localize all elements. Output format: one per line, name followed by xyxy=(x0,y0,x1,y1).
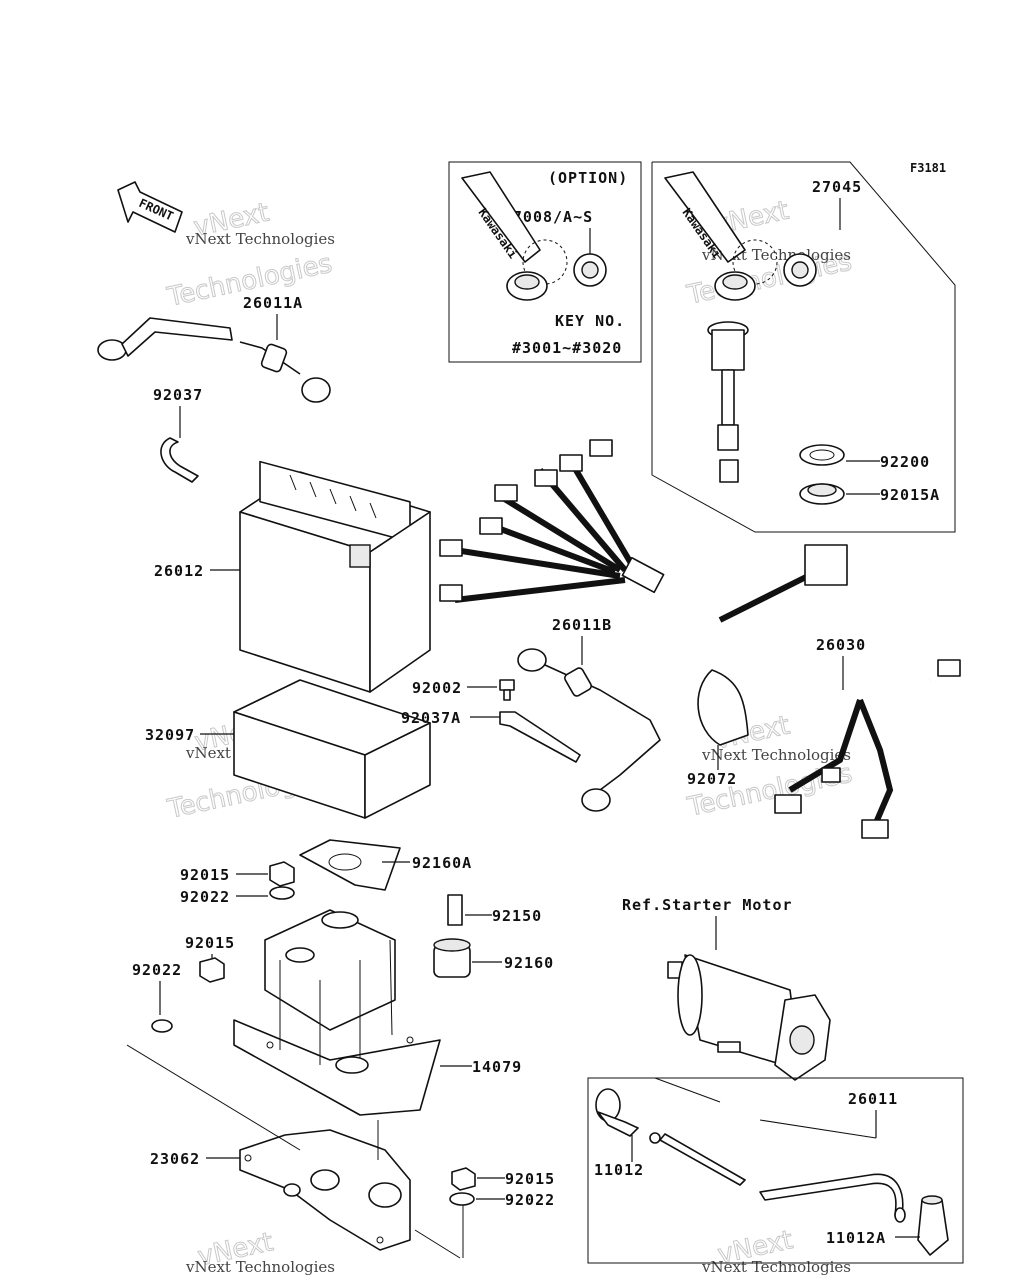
battery-tray-32097 xyxy=(233,679,431,819)
washer-92022-mid xyxy=(151,1019,173,1033)
ref-starter-motor: Ref.Starter Motor xyxy=(622,896,793,914)
watermark-small: vNext Technologies xyxy=(185,1258,335,1276)
option-box xyxy=(448,161,642,363)
band-92072 xyxy=(697,669,749,746)
part-label-92015-lower: 92015 xyxy=(505,1170,555,1188)
part-label-26011A: 26011A xyxy=(243,294,303,312)
part-label-92015A: 92015A xyxy=(880,486,940,504)
cap-11012 xyxy=(595,1088,639,1137)
part-label-32097: 32097 xyxy=(145,726,195,744)
part-label-11012A: 11012A xyxy=(826,1229,886,1247)
starter-cable-26011 xyxy=(649,1132,906,1223)
strap-92037A xyxy=(499,711,581,763)
washer-92022-upper xyxy=(269,886,295,900)
washer-92200 xyxy=(799,444,845,466)
part-label-14079: 14079 xyxy=(472,1058,522,1076)
part-label-26011B: 26011B xyxy=(552,616,612,634)
key-fob-icon: Kawasaki xyxy=(461,171,607,301)
part-label-92160: 92160 xyxy=(504,954,554,972)
starter-motor-icon xyxy=(667,954,831,1081)
bolt-92150 xyxy=(447,894,463,926)
figure-code: F3181 xyxy=(910,161,946,175)
key-range-label: #3001~#3020 xyxy=(512,339,622,357)
bracket-14079 xyxy=(233,909,441,1116)
nut-92015-upper xyxy=(269,861,295,887)
watermark-small: vNext Technologies xyxy=(701,1258,851,1276)
bolt-92002 xyxy=(499,679,515,691)
band-92037 xyxy=(160,437,199,483)
part-label-92015-upper: 92015 xyxy=(180,866,230,884)
part-label-92037: 92037 xyxy=(153,386,203,404)
nut-92015-lower xyxy=(451,1167,476,1191)
cap-11012A xyxy=(917,1195,949,1256)
part-label-92022-mid: 92022 xyxy=(132,961,182,979)
part-label-92015-mid: 92015 xyxy=(185,934,235,952)
ignition-switch-icon xyxy=(707,321,749,483)
part-label-92022-upper: 92022 xyxy=(180,888,230,906)
part-label-92160A: 92160A xyxy=(412,854,472,872)
base-plate-23062 xyxy=(239,1129,411,1251)
battery-cable-26011A xyxy=(97,317,331,403)
pad-92160A xyxy=(299,839,401,891)
option-title: (OPTION) xyxy=(548,169,628,187)
battery-cable-26011B xyxy=(517,648,661,812)
part-label-92200: 92200 xyxy=(880,453,930,471)
wiring-harness-26030 xyxy=(439,439,961,839)
key-no-label: KEY NO. xyxy=(555,312,625,330)
nut-92015-mid xyxy=(199,957,225,983)
part-label-92037A: 92037A xyxy=(401,709,461,727)
part-label-27008: 27008/A~S xyxy=(503,208,593,226)
part-label-92072: 92072 xyxy=(687,770,737,788)
front-arrow-icon: FRONT xyxy=(117,181,183,233)
watermark-small: vNext Technologies xyxy=(185,230,335,248)
part-label-26011: 26011 xyxy=(848,1090,898,1108)
part-label-92022-lower: 92022 xyxy=(505,1191,555,1209)
washer-92022-lower xyxy=(449,1192,475,1206)
part-label-92002: 92002 xyxy=(412,679,462,697)
part-label-26012: 26012 xyxy=(154,562,204,580)
part-label-27045: 27045 xyxy=(812,178,862,196)
part-label-23062: 23062 xyxy=(150,1150,200,1168)
part-label-11012: 11012 xyxy=(594,1161,644,1179)
watermark-small: vNext Technologies xyxy=(701,746,851,764)
battery-26012 xyxy=(239,460,431,693)
ignition-box xyxy=(651,161,956,533)
part-label-26030: 26030 xyxy=(816,636,866,654)
cable-box xyxy=(587,1077,964,1264)
part-label-92150: 92150 xyxy=(492,907,542,925)
